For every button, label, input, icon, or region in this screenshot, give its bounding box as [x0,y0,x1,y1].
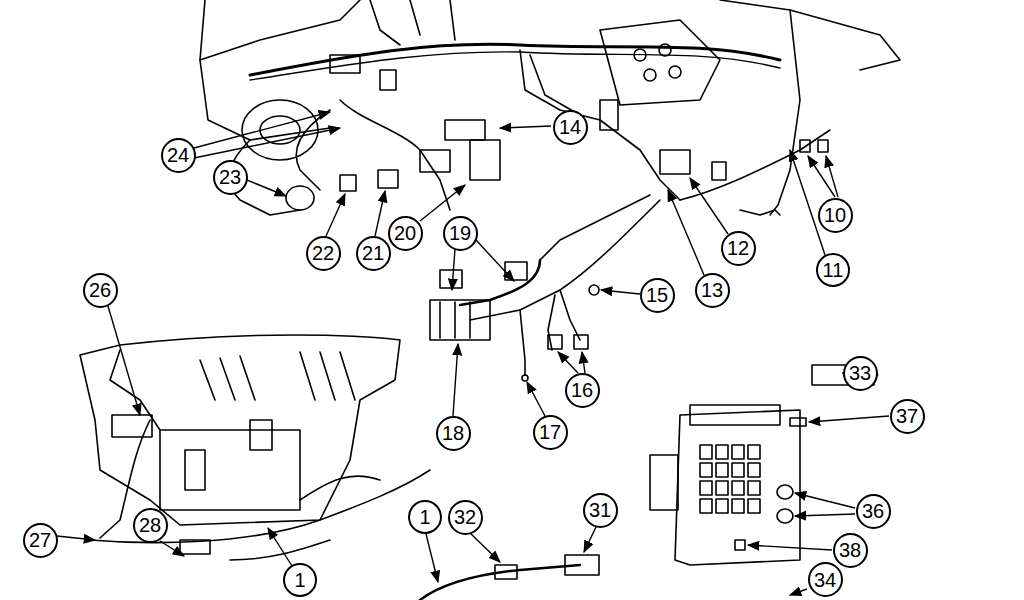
callout-number: 32 [454,507,476,527]
callout-circle: 34 [808,562,843,597]
callout-circle: 24 [161,138,196,173]
callout-number: 38 [839,540,861,560]
callout-number: 28 [139,515,161,535]
callout-number: 34 [814,570,836,590]
callout-number: 12 [727,238,749,258]
callout-number: 1 [294,570,305,590]
callout-number: 27 [29,530,51,550]
callout-circle: 33 [843,356,878,391]
callout-circle: 13 [695,273,730,308]
callout-circle: 37 [890,399,925,434]
callout-circle: 38 [833,533,868,568]
callout-circle: 31 [583,493,618,528]
callout-number: 37 [896,406,918,426]
callout-circle: 28 [133,508,168,543]
callout-circle: 26 [83,273,118,308]
callout-number: 13 [701,280,723,300]
callout-circle: 14 [553,110,588,145]
callout-number: 26 [89,280,111,300]
callout-circle: 12 [721,231,756,266]
callout-circle: 36 [856,494,891,529]
callout-circle: 1 [408,500,442,534]
callout-number: 10 [824,205,846,225]
callout-circle: 18 [436,416,471,451]
callout-number: 20 [394,223,416,243]
callout-number: 14 [559,117,581,137]
callout-number: 1 [419,507,430,527]
callout-circle: 27 [23,523,58,558]
callout-circle: 32 [448,500,483,535]
callout-circle: 11 [816,253,850,287]
callout-circle: 19 [443,216,478,251]
callout-circle: 16 [565,373,600,408]
callout-number: 17 [539,422,561,442]
callout-number: 31 [589,500,611,520]
callout-number: 36 [862,501,884,521]
callout-number: 22 [312,243,334,263]
callout-circle: 10 [818,198,853,233]
callout-circle: 1 [283,563,317,597]
callout-number: 16 [571,380,593,400]
callout-number: 15 [646,285,668,305]
callout-circle: 21 [356,236,391,271]
callout-number: 24 [167,145,189,165]
callout-number: 11 [823,260,844,280]
callout-number: 19 [449,223,471,243]
callout-number: 18 [442,423,464,443]
callout-circle: 15 [640,278,675,313]
callout-number: 23 [219,167,241,187]
callout-circle: 17 [533,415,568,450]
callout-circle: 20 [388,216,423,251]
callout-circle: 23 [213,160,248,195]
callout-number: 21 [362,243,384,263]
callout-circle: 22 [306,236,341,271]
callout-number: 33 [849,363,871,383]
